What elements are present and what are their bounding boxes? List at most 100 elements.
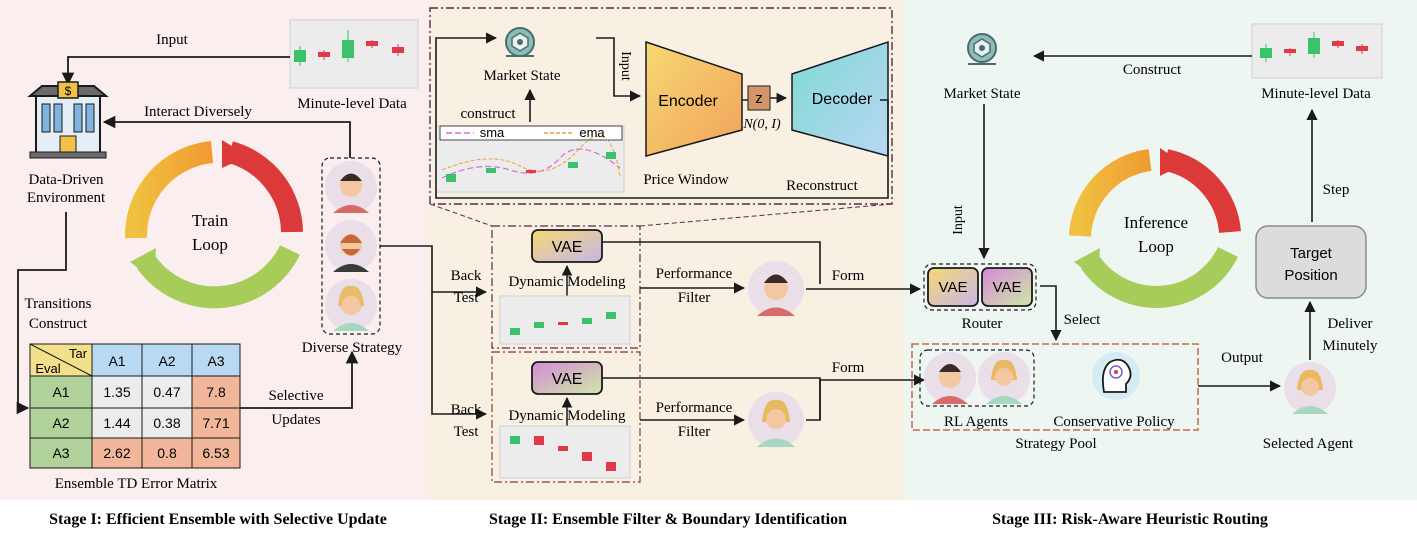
stage3-market-state-label: Market State xyxy=(943,86,1020,102)
form-label-lower: Form xyxy=(832,360,865,376)
router-vae-2-label: VAE xyxy=(993,279,1022,296)
market-state-icon xyxy=(505,27,535,57)
matrix-cell: 7.8 xyxy=(206,384,226,400)
sma-legend-label: sma xyxy=(480,125,505,140)
matrix-cell: 1.44 xyxy=(103,415,130,431)
encoder-label: Encoder xyxy=(658,93,718,110)
matrix-row-header: A3 xyxy=(52,445,69,461)
market-state-icon xyxy=(967,33,997,65)
vae-structure-frame xyxy=(429,7,893,205)
step-label: Step xyxy=(1323,182,1350,198)
agent-avatar-male xyxy=(325,161,377,213)
matrix-cell: 0.38 xyxy=(153,415,180,431)
router-vae-1-label: VAE xyxy=(939,279,968,296)
filtered-agent-avatar-female xyxy=(748,392,804,448)
reconstruct-label: Reconstruct xyxy=(786,178,858,194)
price-window-label: Price Window xyxy=(643,172,729,188)
interact-diversely-label: Interact Diversely xyxy=(144,104,252,120)
vae-label-upper: VAE xyxy=(552,239,583,256)
stage1-input-label: Input xyxy=(156,32,188,48)
train-loop-ring xyxy=(124,140,303,309)
branch-lower-frame xyxy=(491,351,641,483)
perf-filter-label-1-line1: Performance xyxy=(656,266,733,282)
stage1-caption: Stage I: Efficient Ensemble with Selecti… xyxy=(49,511,387,528)
building-icon: $ xyxy=(27,81,109,159)
ema-legend-label: ema xyxy=(579,125,605,140)
target-position-label-line2: Position xyxy=(1284,267,1337,284)
perf-filter-label-1-line2: Filter xyxy=(678,290,711,306)
select-label: Select xyxy=(1064,312,1101,328)
strategy-pool-frame xyxy=(911,343,1199,431)
matrix-col-header: A2 xyxy=(158,353,175,369)
vae-block-upper xyxy=(531,229,603,263)
backtest-label-1-line2: Test xyxy=(454,290,480,306)
backtest-label-2-line2: Test xyxy=(454,424,480,440)
conservative-policy-label: Conservative Policy xyxy=(1053,414,1175,430)
stage3-minute-data-label: Minute-level Data xyxy=(1261,86,1371,102)
decoder-label: Decoder xyxy=(812,91,873,108)
matrix-cell: 2.62 xyxy=(103,445,130,461)
strategy-pool-label: Strategy Pool xyxy=(1015,436,1096,452)
transitions-label-line1: Transitions xyxy=(25,296,92,312)
agent-avatar-female xyxy=(325,279,377,331)
dynamic-modeling-label-upper: Dynamic Modeling xyxy=(508,274,626,290)
selective-label-line2: Updates xyxy=(271,412,320,428)
stage2-input-label: Input xyxy=(618,51,633,81)
rl-agents-frame xyxy=(919,349,1035,407)
branch-upper-frame xyxy=(491,225,641,349)
matrix-cell: 0.8 xyxy=(157,445,177,461)
train-loop-label-line2: Loop xyxy=(192,235,228,254)
matrix-row-header: A1 xyxy=(52,384,69,400)
latent-z-label: z xyxy=(755,90,763,107)
matrix-title: Ensemble TD Error Matrix xyxy=(55,476,218,492)
stage3-caption: Stage III: Risk-Aware Heuristic Routing xyxy=(992,511,1268,528)
form-label-upper: Form xyxy=(832,268,865,284)
matrix-cell: 6.53 xyxy=(202,445,229,461)
matrix-corner-eval: Eval xyxy=(35,361,60,376)
latent-distribution-label: N(0, I) xyxy=(742,117,781,132)
backtest-label-1-line1: Back xyxy=(451,268,482,284)
encoder-block xyxy=(645,40,743,157)
stage1-minute-chart xyxy=(289,19,419,89)
environment-label-line2: Environment xyxy=(27,190,106,206)
backtest-label-2-line1: Back xyxy=(451,402,482,418)
inference-loop-label-line2: Loop xyxy=(1138,237,1174,256)
target-position-box xyxy=(1255,225,1367,299)
environment-label-line1: Data-Driven xyxy=(29,172,104,188)
stage3-minute-chart xyxy=(1251,23,1383,79)
stage3-construct-label: Construct xyxy=(1123,62,1182,78)
rl-agents-label: RL Agents xyxy=(944,414,1008,430)
vae-label-lower: VAE xyxy=(552,371,583,388)
router-vae-1 xyxy=(927,267,979,307)
router-label: Router xyxy=(962,316,1003,332)
perf-filter-label-2-line1: Performance xyxy=(656,400,733,416)
dynamic-modeling-label-lower: Dynamic Modeling xyxy=(508,408,626,424)
selective-label-line1: Selective xyxy=(269,388,324,404)
filtered-agent-avatar-male xyxy=(748,261,804,317)
stage2-market-state-label: Market State xyxy=(483,68,560,84)
matrix-col-header: A1 xyxy=(108,353,125,369)
matrix-cell: 7.71 xyxy=(202,415,229,431)
perf-filter-label-2-line2: Filter xyxy=(678,424,711,440)
svg-text:$: $ xyxy=(65,84,72,98)
transitions-label-line2: Construct xyxy=(29,316,88,332)
matrix-cell: 0.47 xyxy=(153,384,180,400)
matrix-col-header: A3 xyxy=(207,353,224,369)
stage3-input-label: Input xyxy=(951,205,966,235)
pool-agent-avatar-male xyxy=(924,352,976,404)
td-error-matrix xyxy=(29,343,241,469)
lower-backtest-chart xyxy=(499,425,631,479)
pool-agent-avatar-female xyxy=(978,352,1030,404)
router-frame xyxy=(923,263,1037,311)
stage1-minute-data-label: Minute-level Data xyxy=(297,96,407,112)
selected-agent-avatar xyxy=(1284,362,1336,414)
stage2-construct-label: construct xyxy=(461,106,517,122)
selected-agent-label: Selected Agent xyxy=(1263,436,1354,452)
router-vae-2 xyxy=(981,267,1033,307)
upper-backtest-chart xyxy=(499,295,631,345)
output-label: Output xyxy=(1221,350,1264,366)
deliver-label-line2: Minutely xyxy=(1323,338,1378,354)
brain-icon xyxy=(1092,352,1140,400)
